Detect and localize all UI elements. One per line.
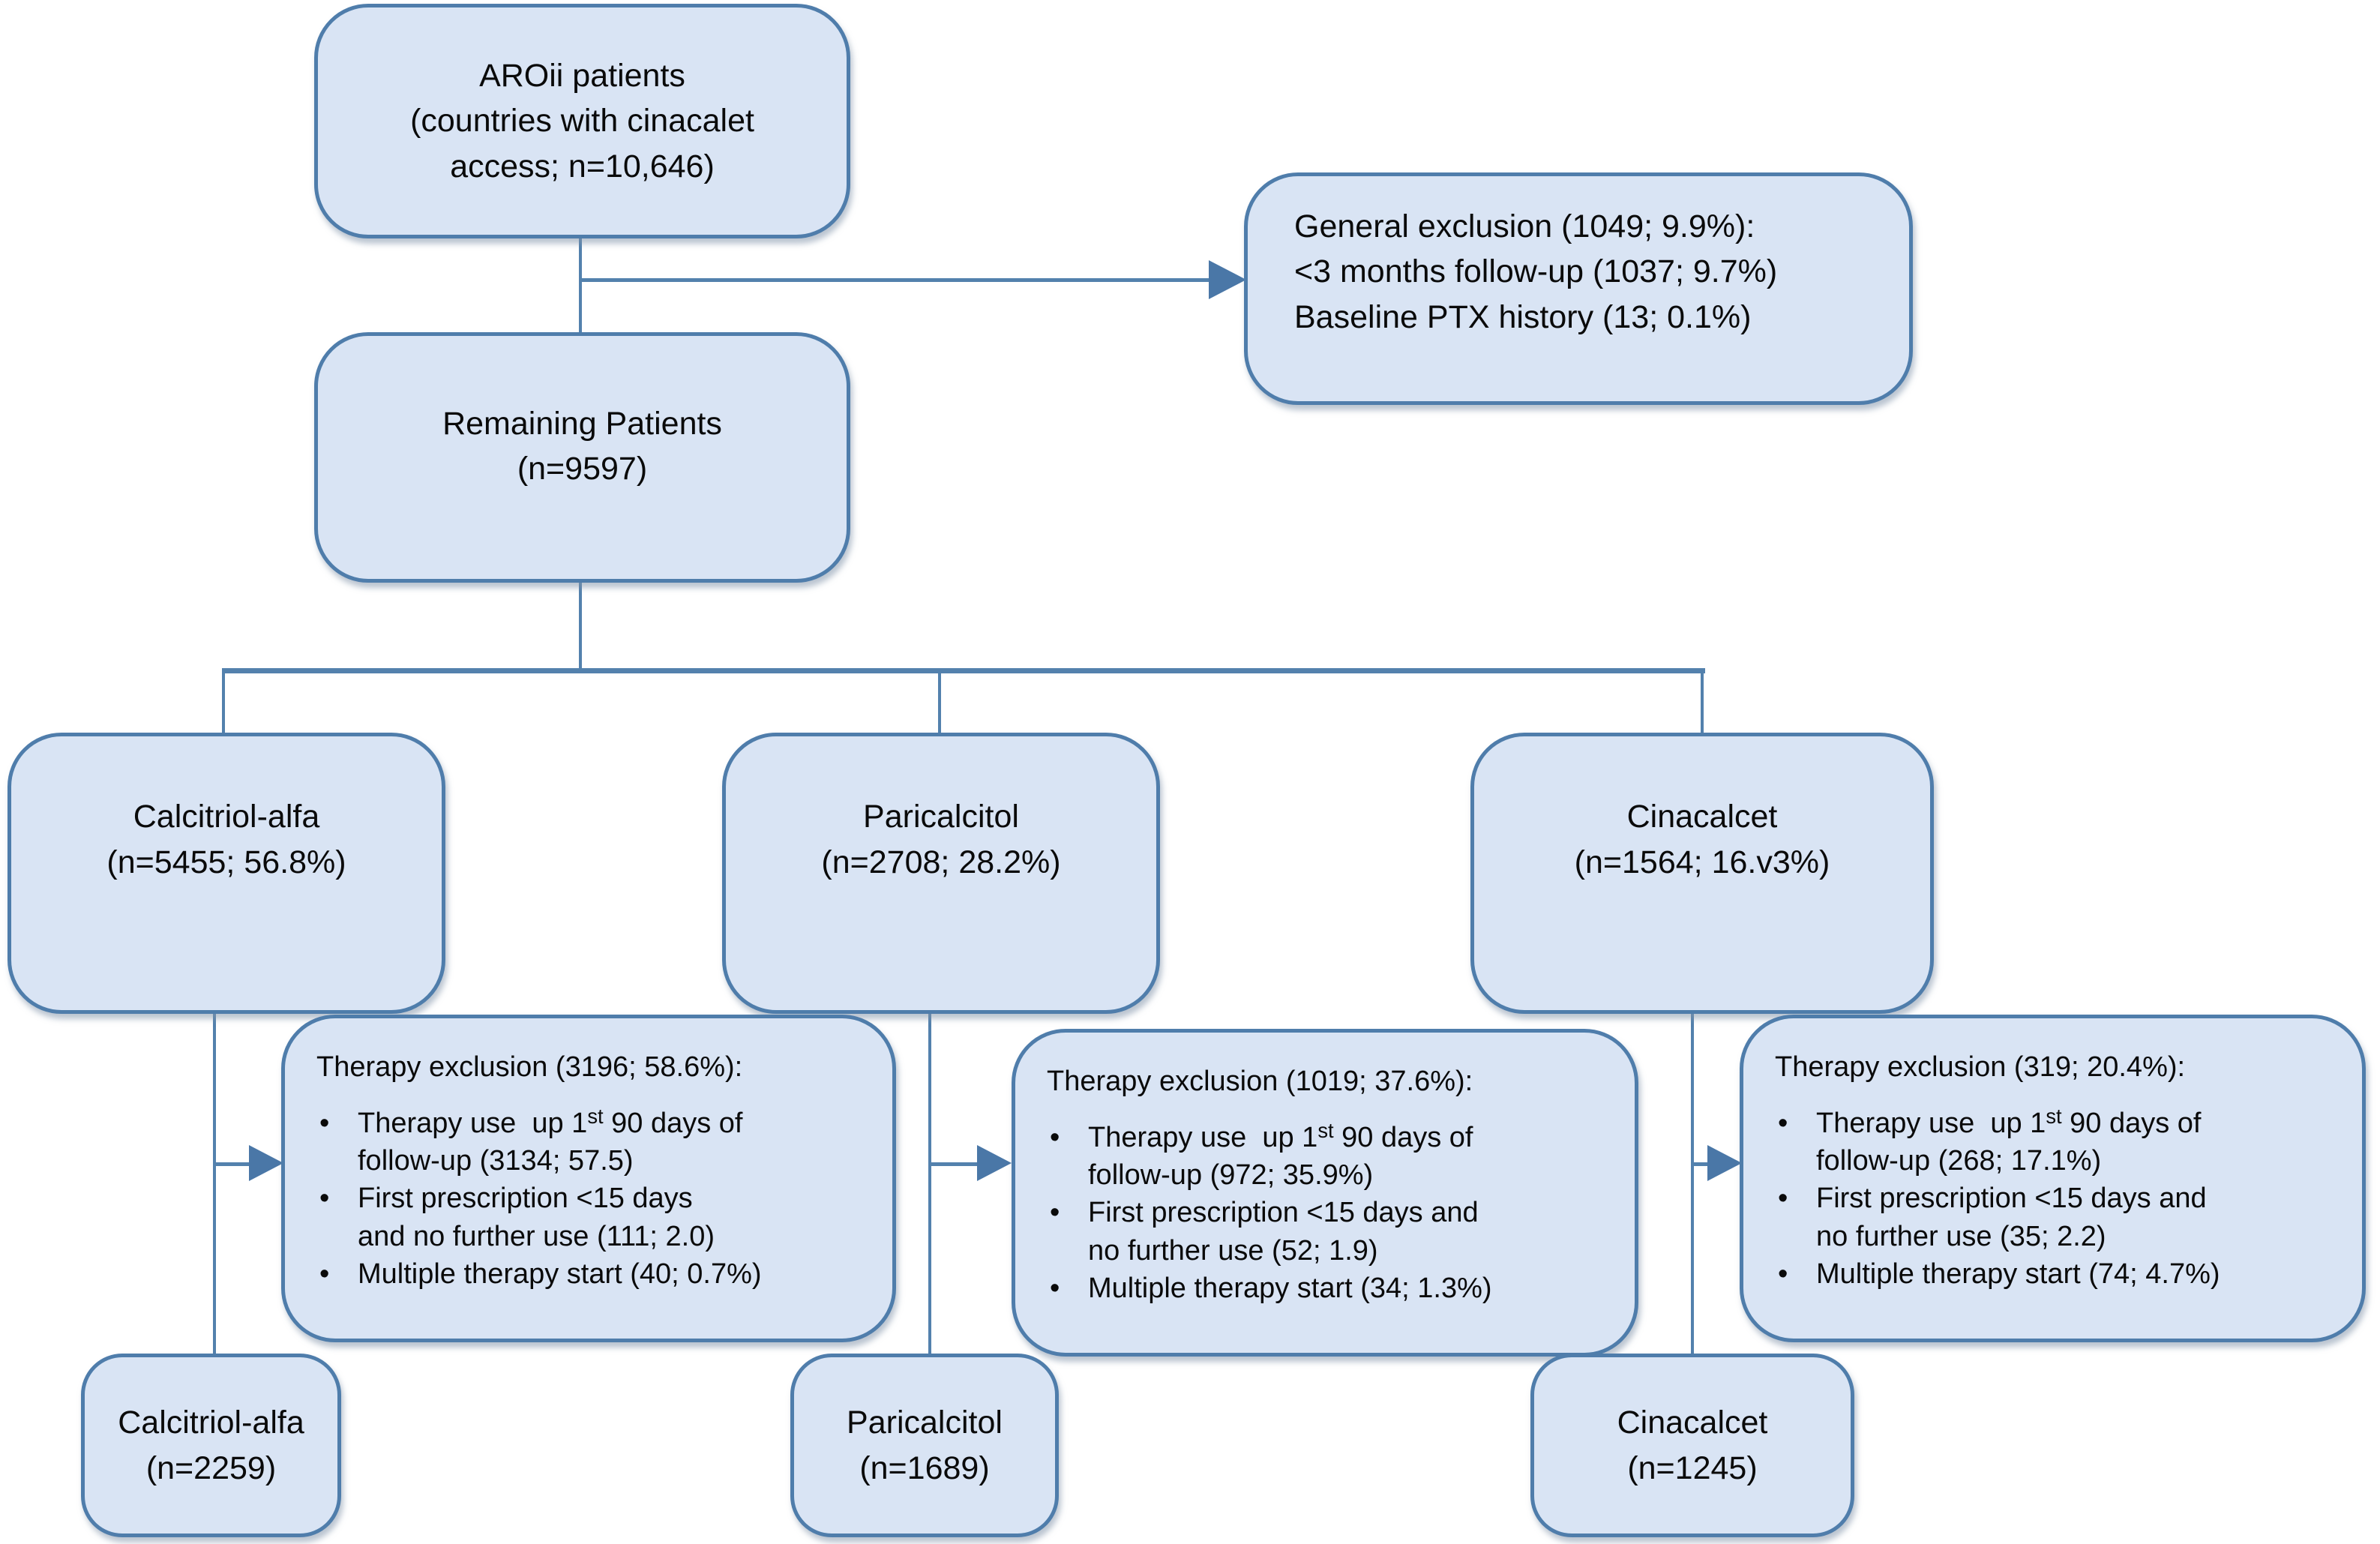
cinacalcet-box: Cinacalcet (n=1564; 16.v3%) [1470, 733, 1934, 1014]
box-text-line: Cinacalcet [1626, 799, 1778, 835]
connector-to-therapy-exclusion-paricalcitol [930, 1162, 977, 1166]
calcitriol-alfa-final-box: Calcitriol-alfa (n=2259) [81, 1354, 341, 1537]
box-text-line: (n=2259) [145, 1450, 277, 1486]
box-text-line: Calcitriol-alfa [133, 799, 320, 835]
arrow-right-icon [1707, 1145, 1742, 1181]
therapy-exclusion-title: Therapy exclusion (3196; 58.6%): [316, 1051, 743, 1083]
connector-to-therapy-exclusion-cinacalcet [1692, 1162, 1707, 1166]
therapy-exclusion-calcitriol-box: Therapy exclusion (3196; 58.6%): Therapy… [281, 1015, 896, 1342]
cinacalcet-final-box: Cinacalcet (n=1245) [1530, 1354, 1854, 1537]
remaining-patients-box: Remaining Patients (n=9597) [314, 332, 850, 583]
connector-to-general-exclusion [580, 278, 1209, 282]
paricalcitol-box: Paricalcitol (n=2708; 28.2%) [722, 733, 1160, 1014]
paricalcitol-final-box: Paricalcitol (n=1689) [790, 1354, 1059, 1537]
box-text-line: Calcitriol-alfa [118, 1405, 304, 1441]
box-text-line: AROii patients [479, 58, 685, 94]
branch-line [222, 668, 1705, 673]
box-text-line: (n=9597) [517, 451, 648, 487]
therapy-exclusion-title: Therapy exclusion (1019; 37.6%): [1047, 1066, 1473, 1097]
arrow-right-icon [977, 1145, 1012, 1181]
box-text-line: General exclusion (1049; 9.9%): [1294, 208, 1755, 245]
box-text-line: Paricalcitol [847, 1405, 1003, 1441]
branch-drop-cinacalcet [1701, 668, 1704, 734]
therapy-exclusion-cinacalcet-box: Therapy exclusion (319; 20.4%): Therapy … [1740, 1015, 2366, 1342]
box-text-line: (n=1689) [859, 1450, 990, 1486]
general-exclusion-box: General exclusion (1049; 9.9%): <3 month… [1244, 172, 1913, 405]
arrow-right-icon [1209, 260, 1246, 299]
box-text-line: (n=5455; 56.8%) [106, 844, 346, 880]
connector-paricalcitol-to-final [928, 1012, 931, 1355]
branch-drop-calcitriol [222, 668, 225, 734]
list-item: Multiple therapy start (40; 0.7%) [319, 1255, 879, 1293]
box-text-line: <3 months follow-up (1037; 9.7%) [1294, 253, 1778, 290]
connector-calcitriol-to-final [213, 1012, 216, 1355]
box-text-line: (n=2708; 28.2%) [821, 844, 1061, 880]
box-text-line: (n=1564; 16.v3%) [1574, 844, 1830, 880]
calcitriol-alfa-box: Calcitriol-alfa (n=5455; 56.8%) [7, 733, 445, 1014]
box-text-line: Remaining Patients [442, 405, 722, 442]
box-text-line: (n=1245) [1627, 1450, 1758, 1486]
box-text-line: access; n=10,646) [450, 148, 715, 184]
branch-drop-paricalcitol [938, 668, 941, 734]
aroii-patients-box: AROii patients (countries with cinacalet… [314, 4, 850, 238]
connector-to-therapy-exclusion-calcitriol [214, 1162, 249, 1166]
arrow-right-icon [249, 1145, 283, 1181]
box-text-line: Paricalcitol [863, 799, 1019, 835]
list-item: Multiple therapy start (34; 1.3%) [1050, 1270, 1621, 1307]
list-item: Multiple therapy start (74; 4.7%) [1778, 1255, 2349, 1293]
connector-aroii-to-remaining [579, 238, 582, 332]
connector-remaining-to-branch [579, 583, 582, 671]
box-text-line: Cinacalcet [1617, 1405, 1768, 1441]
therapy-exclusion-title: Therapy exclusion (319; 20.4%): [1775, 1051, 2186, 1083]
box-text-line: Baseline PTX history (13; 0.1%) [1294, 298, 1752, 335]
therapy-exclusion-paricalcitol-box: Therapy exclusion (1019; 37.6%): Therapy… [1012, 1029, 1638, 1357]
connector-cinacalcet-to-final [1691, 1012, 1694, 1355]
box-text-line: (countries with cinacalet [410, 103, 754, 139]
